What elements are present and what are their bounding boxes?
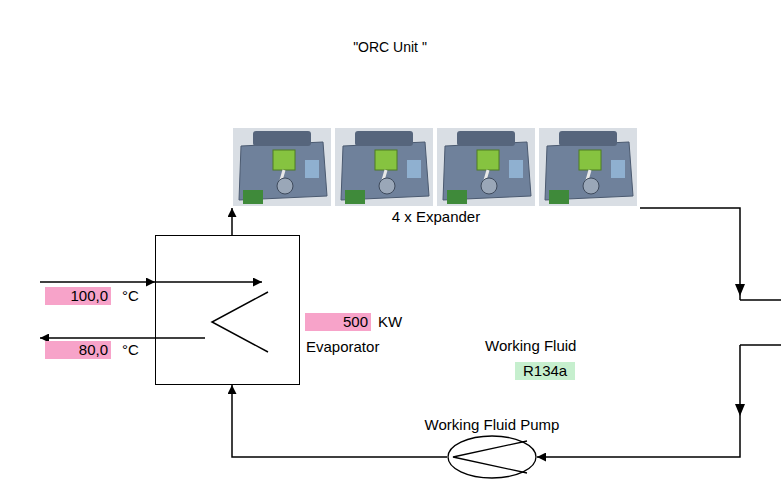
node-text: R134a [523, 362, 567, 380]
node-text: Evaporator [306, 338, 379, 356]
expander-pictures [233, 128, 637, 206]
condenser-stub [740, 344, 781, 346]
node-text: 500 [308, 313, 368, 331]
node-text: 100,0 [48, 287, 108, 305]
fluid-box: R134a [515, 362, 575, 380]
fluid-label: Working Fluid [485, 337, 576, 355]
unit-label: KW [378, 313, 402, 331]
expander-group: 4 x Expander [232, 128, 640, 226]
expander-picture [539, 128, 637, 206]
temperature-box: 100,0 [45, 287, 111, 305]
expander-picture [335, 128, 433, 206]
pump-symbol: Working Fluid Pump [447, 435, 537, 479]
node-text: Working Fluid Pump [425, 416, 560, 434]
hot-water-inlet [40, 281, 155, 283]
unit-label: °C [122, 287, 139, 305]
hot-water-outlet [40, 337, 155, 339]
diagram-title: "ORC Unit " [353, 38, 427, 56]
exchanger-symbol [212, 292, 268, 352]
exchanger-line [155, 281, 262, 282]
condenser-stub [740, 299, 781, 301]
exchanger-line [155, 337, 205, 338]
node-text: 4 x Expander [392, 208, 480, 226]
flow-line [537, 208, 740, 457]
expander-picture [233, 128, 331, 206]
temperature-box: 80,0 [45, 341, 111, 359]
evaporator-box: Evaporator [155, 235, 300, 385]
flow-line [231, 208, 233, 235]
unit-label: °C [122, 341, 139, 359]
pump-outline [447, 435, 537, 479]
flow-line [232, 385, 447, 457]
expander-picture [437, 128, 535, 206]
node-text: 80,0 [48, 341, 108, 359]
power-box: 500 [305, 313, 371, 331]
